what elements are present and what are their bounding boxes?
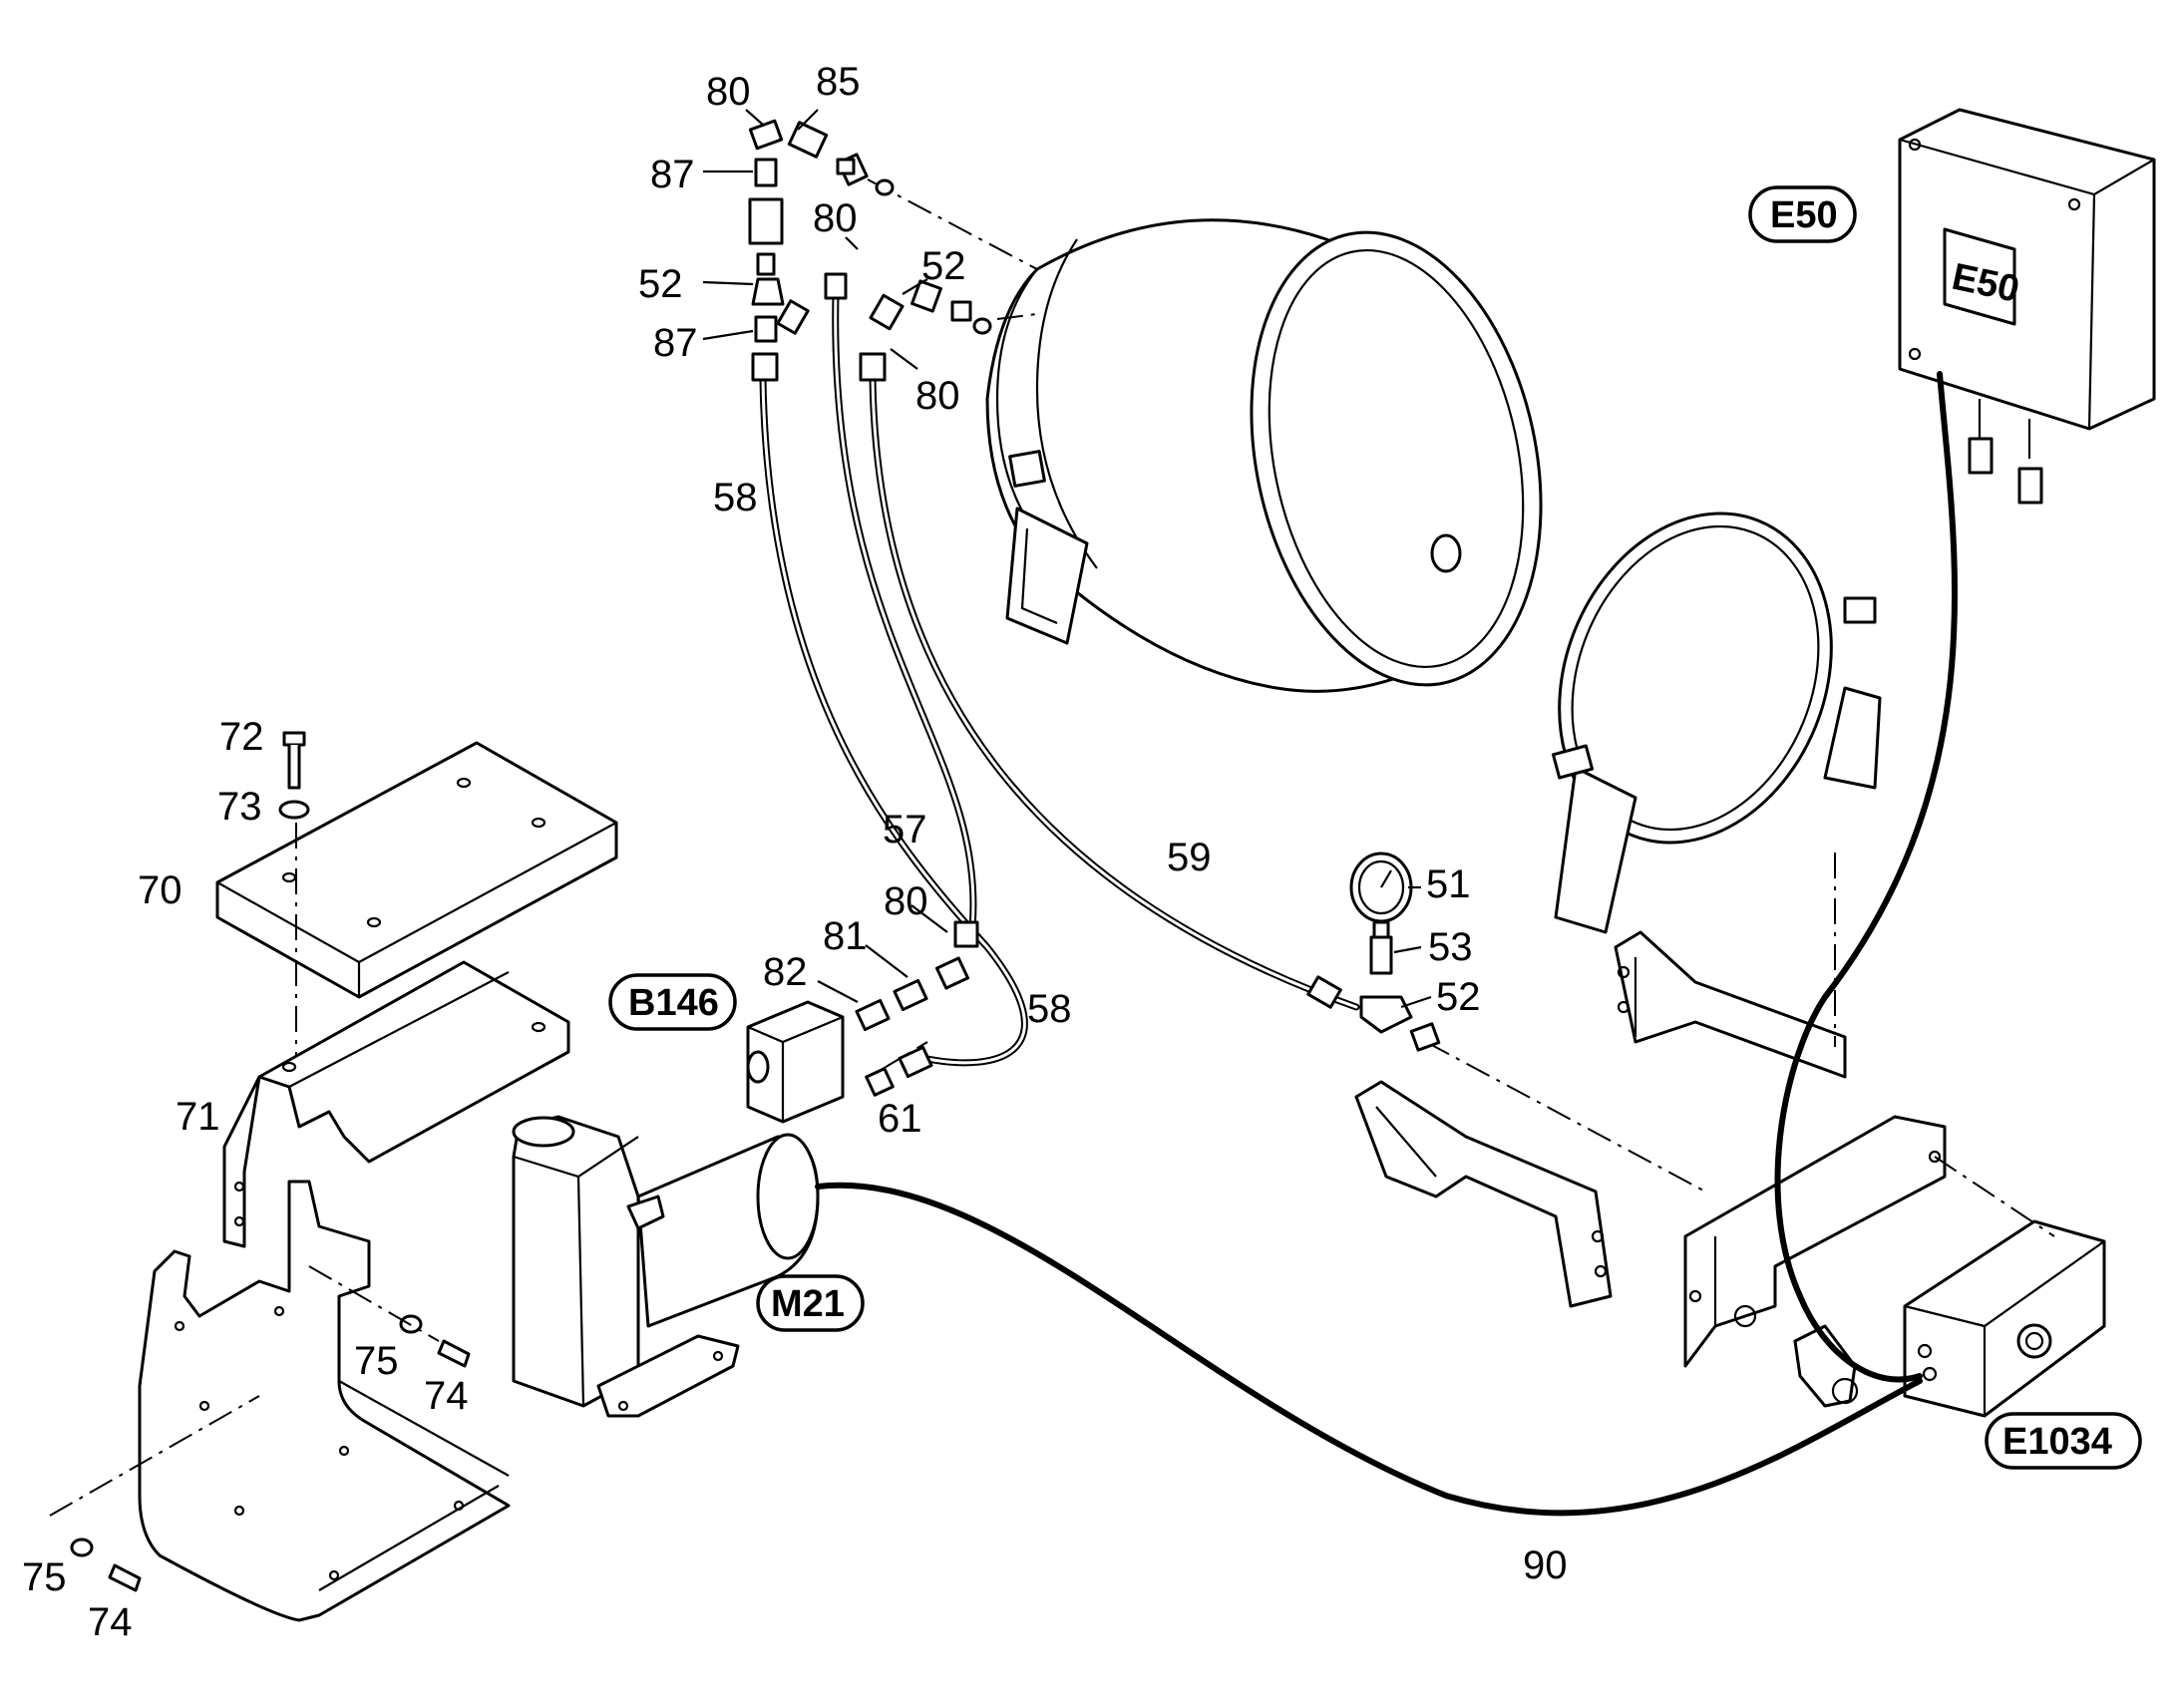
tag-e50-box — [1748, 185, 1857, 243]
callout-80: 80 — [884, 879, 928, 923]
callout-74: 74 — [424, 1374, 469, 1418]
tag-e1034: E1034 — [2002, 1421, 2112, 1463]
callout-numbers: 80 85 87 80 52 52 87 80 58 72 73 70 57 5… — [22, 60, 1568, 1644]
fittings-top — [748, 119, 992, 382]
callout-51: 51 — [1426, 862, 1471, 906]
bolt-72 — [282, 731, 306, 790]
callout-52: 52 — [638, 262, 683, 306]
center-lines — [49, 178, 2055, 1517]
screw-74a — [437, 1339, 471, 1368]
floor-bracket — [138, 1180, 511, 1622]
callout-75: 75 — [354, 1339, 399, 1383]
callout-73: 73 — [217, 785, 262, 829]
callout-90: 90 — [1523, 1543, 1568, 1587]
callout-52: 52 — [1436, 975, 1481, 1019]
callout-80: 80 — [915, 374, 960, 418]
callout-71: 71 — [176, 1095, 220, 1139]
tank-support-brackets — [1354, 930, 1947, 1368]
callout-87: 87 — [653, 321, 698, 365]
tag-e1034-box — [1985, 1412, 2142, 1470]
callout-80: 80 — [813, 196, 858, 240]
pressure-switch-fitting — [1793, 1324, 1859, 1408]
pressure-gauge — [1349, 852, 1413, 940]
callout-72: 72 — [219, 715, 264, 759]
tag-e50: E50 — [1770, 194, 1838, 236]
callout-61: 61 — [878, 1097, 922, 1141]
callout-87: 87 — [650, 153, 695, 196]
callout-57: 57 — [883, 808, 927, 852]
hoses — [759, 290, 1360, 1067]
tank-strap — [1551, 512, 1882, 934]
callout-58: 58 — [713, 476, 758, 519]
cover-plate — [215, 741, 618, 999]
e50-control-box: E50 — [1898, 108, 2156, 505]
callout-59: 59 — [1167, 836, 1212, 879]
callout-82: 82 — [763, 950, 808, 994]
callout-81: 81 — [823, 914, 868, 958]
e1034-switch-box — [1903, 1219, 2106, 1418]
air-tank — [985, 218, 1543, 693]
tag-b146-box — [608, 973, 737, 1031]
callout-85: 85 — [816, 60, 861, 104]
leader-lines — [702, 109, 1432, 1009]
callout-52: 52 — [921, 244, 966, 288]
fittings-sensor — [855, 920, 1441, 1097]
compressor-motor — [512, 1115, 820, 1418]
callout-74: 74 — [88, 1600, 133, 1644]
callout-75: 75 — [22, 1555, 67, 1599]
tag-m21: M21 — [771, 1283, 845, 1325]
cables — [815, 371, 1959, 1517]
screw-74b — [108, 1563, 142, 1592]
motor-bracket — [222, 960, 570, 1248]
callout-53: 53 — [1428, 925, 1473, 969]
component-tags: E50 B146 M21 E1034 — [608, 185, 2142, 1470]
tag-m21-box — [756, 1274, 865, 1332]
callout-70: 70 — [138, 868, 182, 912]
callout-58: 58 — [1027, 987, 1072, 1031]
pressure-sensor-block — [746, 1000, 845, 1124]
washer-73 — [278, 800, 310, 820]
callout-80: 80 — [706, 70, 751, 114]
washer-75b — [70, 1537, 94, 1557]
tag-b146: B146 — [628, 982, 719, 1024]
